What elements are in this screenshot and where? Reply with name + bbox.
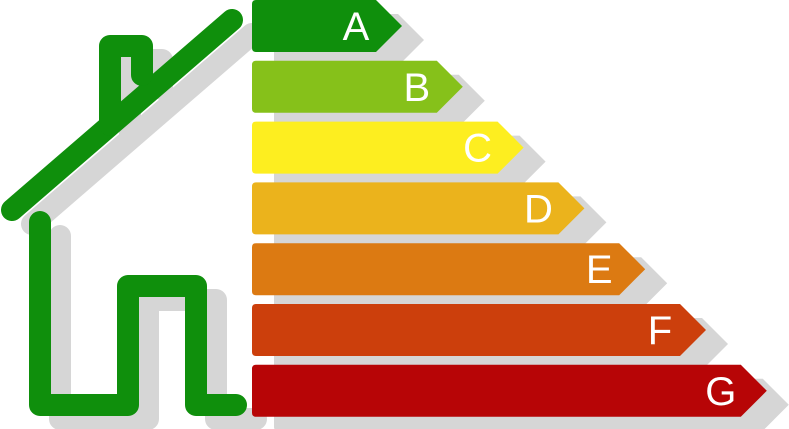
rating-bar-g: G <box>252 364 789 429</box>
bar-arrow <box>252 243 646 296</box>
house-icon <box>1 9 247 416</box>
chimney-line <box>99 35 153 136</box>
rating-label: G <box>705 370 736 414</box>
rating-label: C <box>463 127 492 171</box>
house-shadow-stroke <box>21 23 263 235</box>
roof-line <box>1 9 243 221</box>
wall-and-door-line <box>29 211 247 416</box>
bar-arrow <box>252 364 767 417</box>
house-shadow-stroke <box>49 225 267 429</box>
rating-label: E <box>586 248 613 292</box>
rating-bar-f: F <box>252 304 728 370</box>
rating-label: F <box>648 309 672 353</box>
bar-arrow <box>252 304 706 356</box>
bar-arrow <box>252 0 402 52</box>
bar-arrow <box>252 60 463 113</box>
rating-bar-a: A <box>252 0 424 66</box>
bar-arrow <box>252 182 585 235</box>
rating-label: A <box>343 5 370 49</box>
rating-label: D <box>524 187 553 231</box>
rating-bar-d: D <box>252 182 607 249</box>
rating-bar-c: C <box>252 121 546 188</box>
rating-bar-e: E <box>252 243 668 310</box>
rating-bar-b: B <box>252 60 485 127</box>
bar-arrow <box>252 121 524 174</box>
rating-label: B <box>403 66 430 110</box>
